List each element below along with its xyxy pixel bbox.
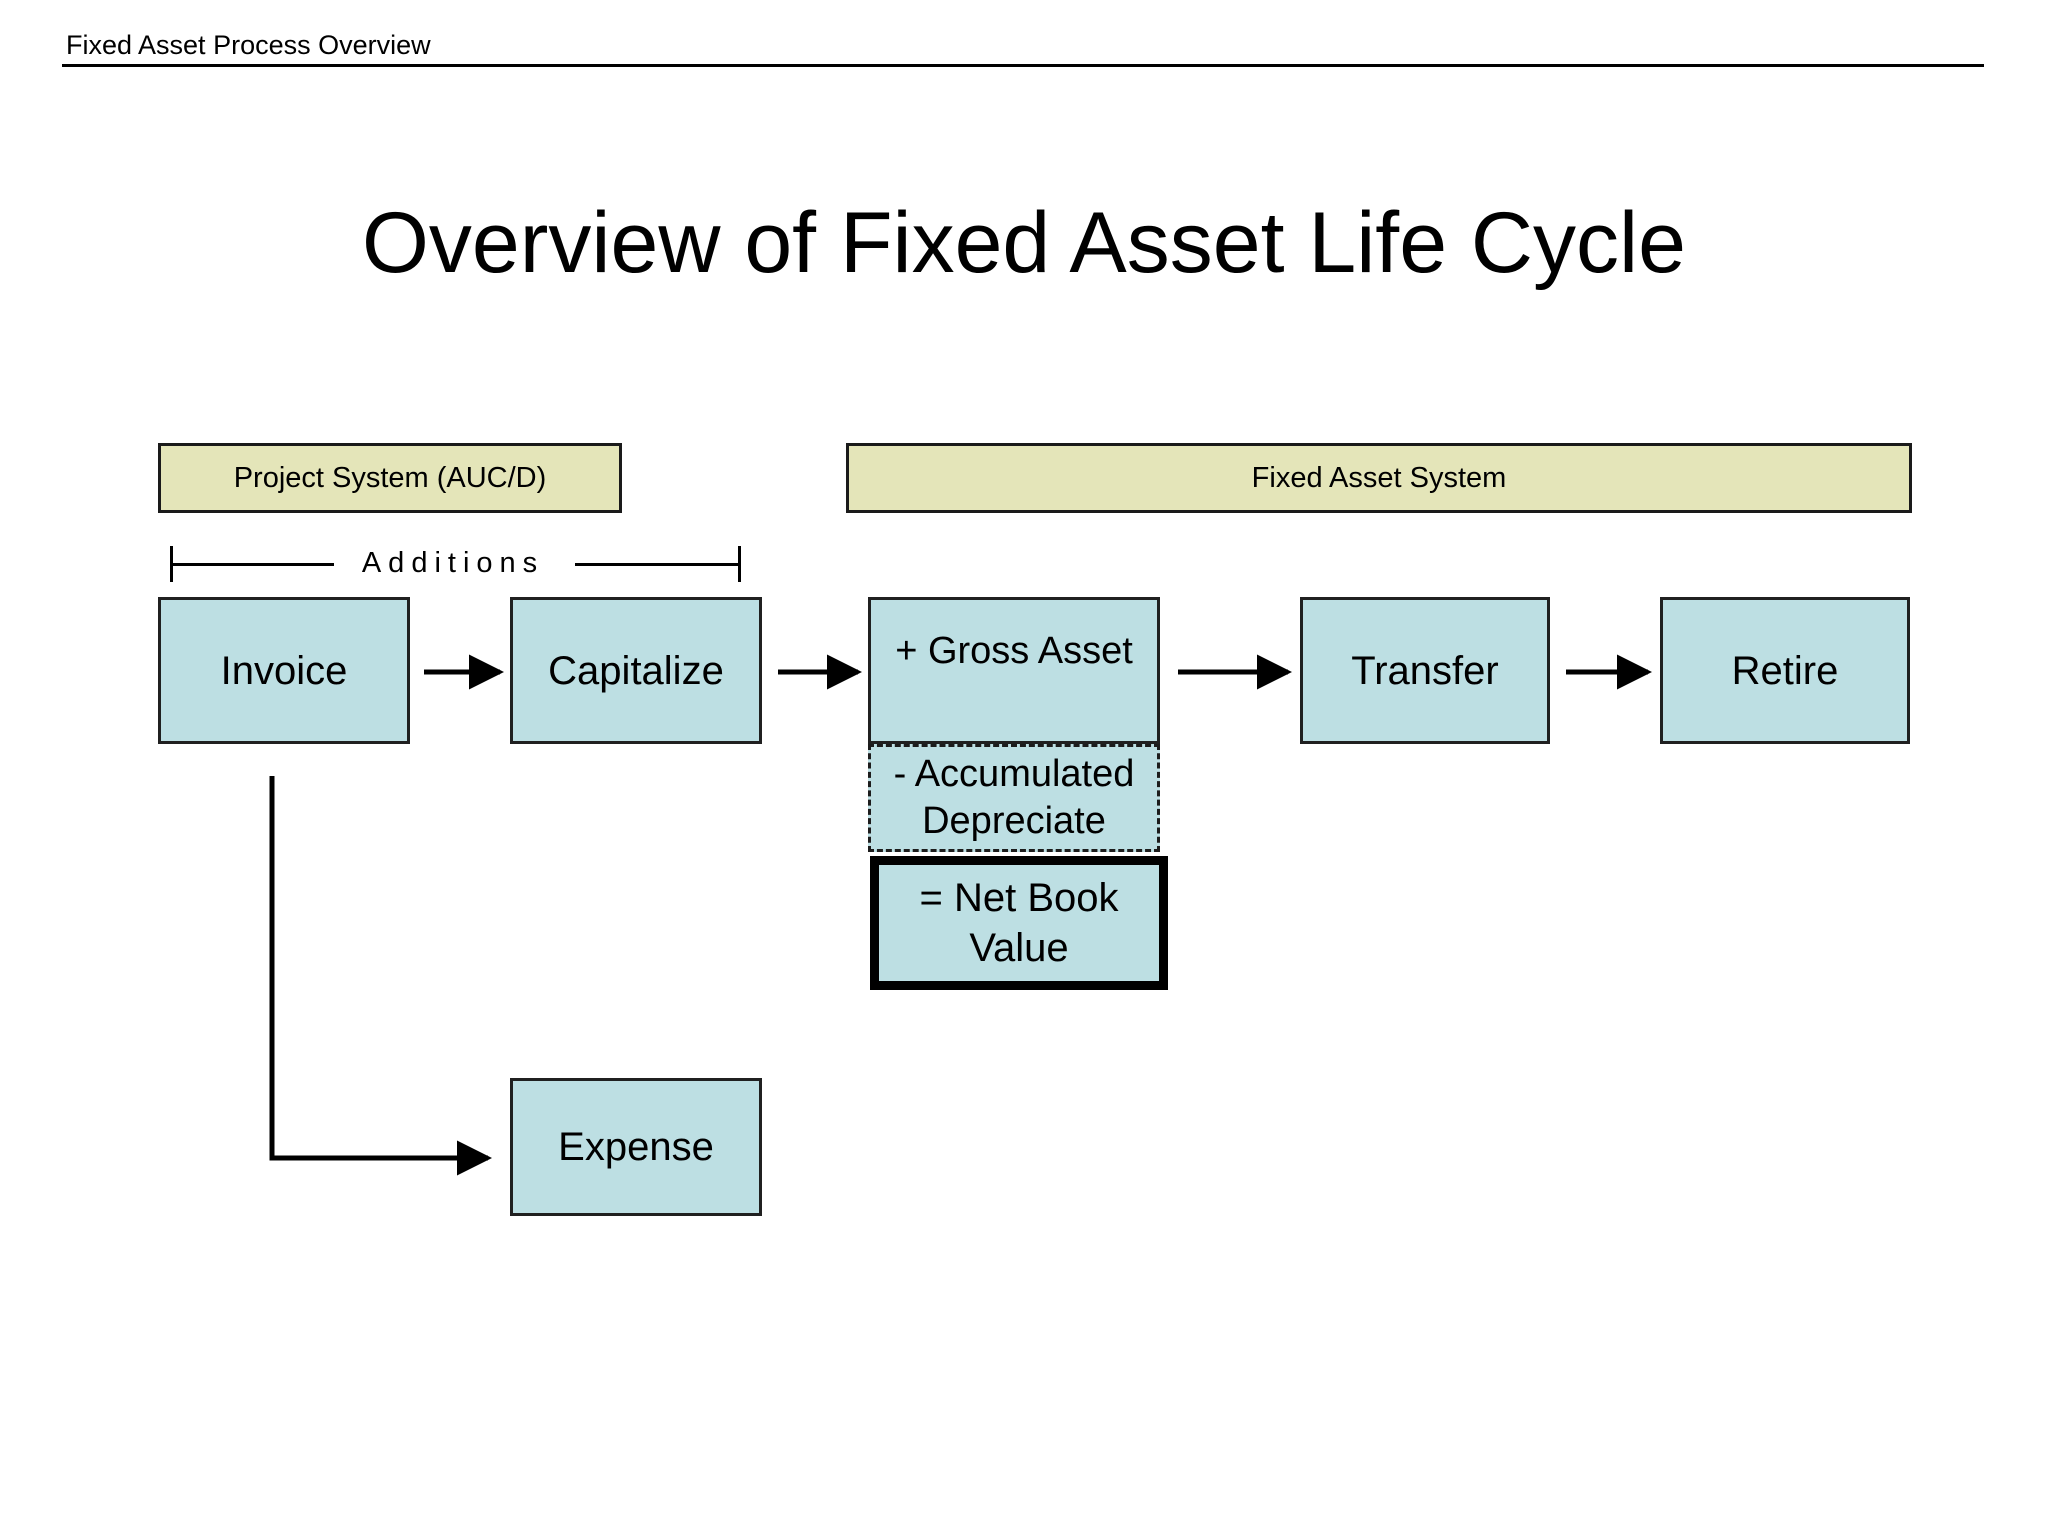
process-box-gross-asset-label: + Gross Asset (895, 630, 1133, 672)
process-box-retire[interactable]: Retire (1660, 597, 1910, 744)
process-box-capitalize[interactable]: Capitalize (510, 597, 762, 744)
slide-header-title: Fixed Asset Process Overview (66, 30, 431, 60)
process-box-invoice-label: Invoice (220, 648, 348, 693)
lane-banner-project-system-label: Project System (AUC/D) (233, 461, 547, 494)
lane-banner-fixed-asset-system: Fixed Asset System (846, 443, 1912, 513)
page-title: Overview of Fixed Asset Life Cycle (362, 195, 1686, 291)
process-box-expense[interactable]: Expense (510, 1078, 762, 1216)
bracket-line-left (171, 563, 334, 566)
arrow-invoice-to-expense (269, 776, 493, 1176)
process-box-expense-label: Expense (558, 1125, 714, 1169)
lane-banner-fixed-asset-system-label: Fixed Asset System (1251, 461, 1507, 494)
process-box-invoice[interactable]: Invoice (158, 597, 410, 744)
process-box-capitalize-label: Capitalize (548, 648, 724, 693)
bracket-end-cap-right (738, 546, 741, 582)
lane-banner-project-system: Project System (AUC/D) (158, 443, 622, 513)
process-box-transfer[interactable]: Transfer (1300, 597, 1550, 744)
process-box-accumulated-depreciate-label: - Accumulated Depreciate (893, 753, 1135, 842)
process-box-accumulated-depreciate[interactable]: - Accumulated Depreciate (868, 744, 1160, 852)
header-divider (62, 64, 1984, 67)
process-box-net-book-value-label: = Net Book Value (919, 876, 1119, 970)
process-box-retire-label: Retire (1731, 648, 1839, 693)
additions-label: Additions (361, 547, 545, 579)
bracket-line-right (575, 563, 739, 566)
process-box-net-book-value[interactable]: = Net Book Value (870, 856, 1168, 990)
process-box-transfer-label: Transfer (1351, 648, 1499, 693)
additions-bracket: Additions (160, 540, 750, 592)
process-box-gross-asset[interactable]: + Gross Asset (868, 597, 1160, 744)
slide-header: Fixed Asset Process Overview (0, 0, 2048, 72)
